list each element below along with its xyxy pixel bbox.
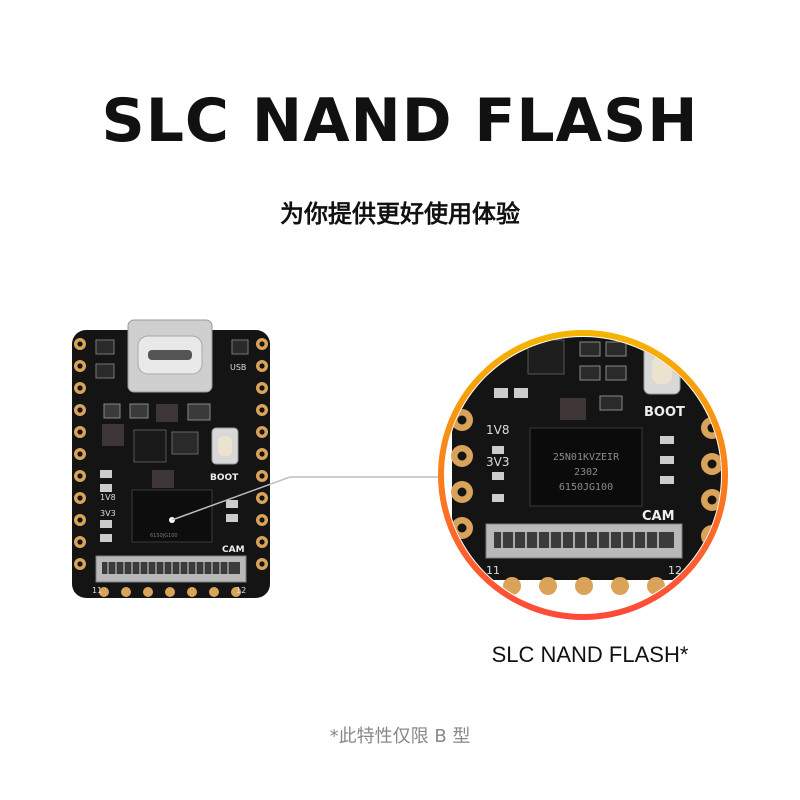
smd-components: [95, 339, 249, 542]
v18-label: 1V8: [100, 493, 116, 502]
zoom-cam-label: CAM: [642, 509, 675, 524]
callout-line: [171, 476, 446, 521]
chip-marking-line-2: 2302: [574, 467, 598, 478]
zoom-pin-11-label: 11: [486, 564, 500, 577]
pcb-body: [72, 330, 270, 598]
pin-12-label: 12: [236, 586, 246, 595]
boot-button: [211, 427, 239, 465]
zoom-pin-12-label: 12: [668, 564, 682, 577]
nand-flash-chip: 6150JG100: [131, 489, 213, 543]
page-title: SLC NAND FLASH: [101, 86, 699, 156]
boot-label: BOOT: [210, 473, 239, 483]
chip-marking: 6150JG100: [150, 533, 178, 539]
chip-marking-line-1: 25N01KVZEIR: [553, 452, 620, 463]
zoom-magnifier: BOOT 1V8 3V3 CAM 11 12 25N01KVZEIR 2302 …: [438, 330, 728, 620]
zoom-boot-label: BOOT: [644, 405, 685, 420]
zoom-v33-label: 3V3: [486, 455, 509, 469]
zoom-v18-label: 1V8: [486, 423, 509, 437]
cam-label: CAM: [222, 545, 245, 555]
usb-label: USB: [230, 363, 246, 372]
chip-marking-line-3: 6150JG100: [559, 482, 613, 493]
zoom-nand-chip: [529, 427, 643, 507]
v33-label: 3V3: [100, 509, 116, 518]
zoom-caption: SLC NAND FLASH*: [491, 642, 689, 667]
page-subtitle: 为你提供更好使用体验: [280, 200, 520, 228]
usb-c-connector: [127, 319, 213, 393]
dev-board: USB BOOT 1V8 3V3: [72, 319, 270, 598]
pin-11-label: 11: [92, 586, 102, 595]
footnote: *此特性仅限 B 型: [329, 726, 471, 747]
camera-fpc-connector: [95, 555, 247, 583]
bottom-pin-pads: [99, 587, 241, 597]
